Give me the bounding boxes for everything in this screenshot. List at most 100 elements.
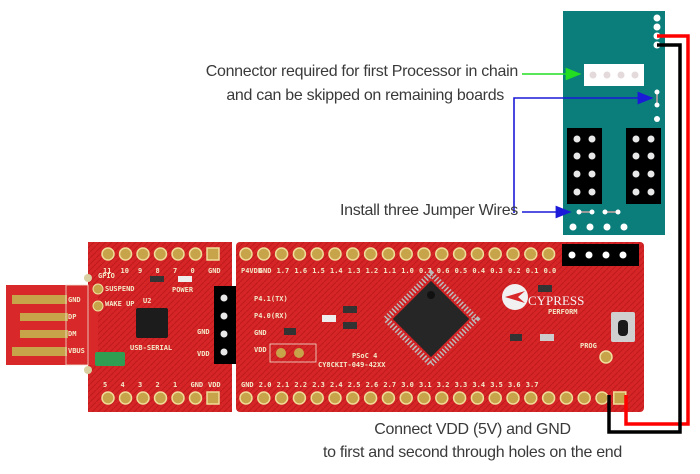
- header-pin: [118, 247, 133, 261]
- adapter-hole: [653, 23, 661, 31]
- pin-label: 3.7: [526, 381, 539, 389]
- pin-label: 1.4: [330, 267, 343, 275]
- adapter-board: [563, 11, 665, 235]
- header-pin: [577, 391, 591, 405]
- pin-label: 1.7: [277, 267, 290, 275]
- header-pin: [310, 247, 324, 261]
- pin-label: 1.3: [348, 267, 361, 275]
- power-note-line1: Connect VDD (5V) and GND: [374, 421, 571, 438]
- adapter-connector: [584, 64, 644, 86]
- header-pin: [381, 391, 396, 405]
- usb-pad-dm: DM: [68, 330, 76, 338]
- reset-button[interactable]: [611, 312, 635, 342]
- header-pin: [274, 391, 289, 405]
- pin-label: 1.1: [383, 267, 396, 275]
- header-pin: [613, 391, 627, 405]
- label-usb-serial: USB-SERIAL: [130, 344, 172, 352]
- brand-text: CYPRESS: [528, 293, 584, 308]
- header-pin: [435, 391, 449, 405]
- header-pin: [118, 391, 133, 405]
- usb-pad-vbus: VBUS: [68, 347, 85, 355]
- main-4pin-header: [562, 244, 639, 266]
- label-suspend: SUSPEND: [105, 285, 135, 293]
- header-pin: [417, 247, 431, 261]
- header-pin: [417, 391, 431, 405]
- pin-label: 0.2: [508, 267, 521, 275]
- pin-label: 0.7: [419, 267, 432, 275]
- header-pin: [399, 391, 413, 405]
- header-pin: [399, 247, 413, 261]
- label-prog: PROG: [580, 342, 597, 350]
- header-pin: [239, 247, 253, 261]
- header-pin: [488, 391, 502, 405]
- header-pin: [452, 391, 467, 405]
- pin-label: 3.5: [490, 381, 503, 389]
- pin-label: 2.5: [348, 381, 361, 389]
- pin-label: 7: [173, 267, 177, 275]
- header-pin: [381, 247, 396, 261]
- pin-label: 9: [138, 267, 142, 275]
- adapter-header-left: [567, 128, 602, 204]
- pin-label: 2.0: [259, 381, 272, 389]
- header-pin: [153, 391, 168, 405]
- header-pin: [171, 391, 185, 405]
- pin-label: P4VDD: [241, 267, 262, 275]
- adapter-header-right: [626, 128, 661, 204]
- label-vdd: VDD: [254, 346, 267, 354]
- pin-label: 0.1: [526, 267, 539, 275]
- header-pin: [595, 391, 609, 405]
- prog-hole: [599, 350, 613, 364]
- header-pin: [435, 247, 449, 261]
- usb-pad-gnd: GND: [68, 296, 81, 304]
- pin-label: 1.0: [401, 267, 414, 275]
- usb-pad-dp: DP: [68, 313, 76, 321]
- pin-label: 2.4: [330, 381, 343, 389]
- header-pin: [363, 247, 378, 261]
- header-pin: [257, 247, 271, 261]
- header-pin: [274, 247, 289, 261]
- header-pin: [206, 391, 220, 405]
- pin-label: 2: [156, 381, 160, 389]
- header-pin: [506, 247, 520, 261]
- psoc-chip: [381, 269, 481, 369]
- skip-arrow-blue: [513, 91, 654, 213]
- vdd-wire-red: [624, 34, 690, 426]
- power-note-line2: to first and second through holes on the…: [322, 444, 623, 461]
- header-pin: [346, 391, 360, 405]
- model-label: CY8CKIT-049-42XX: [318, 361, 386, 369]
- label-gnd: GND: [254, 329, 267, 337]
- label-power: POWER: [172, 286, 194, 294]
- cypress-logo: CYPRESS PERFORM: [502, 284, 584, 316]
- jumper-wire-horizontal: [576, 209, 621, 215]
- connector-note-line1: Connector required for first Processor i…: [205, 63, 519, 80]
- label-wakeup: WAKE UP: [105, 300, 135, 308]
- pin-label: 2.2: [294, 381, 307, 389]
- pin-label: 1: [173, 381, 177, 389]
- header-pin: [524, 391, 538, 405]
- pin-label: GND: [191, 381, 204, 389]
- pin-label: 3: [138, 381, 142, 389]
- jumper-wire-vertical: [654, 89, 660, 108]
- header-pin: [488, 247, 502, 261]
- header-pin: [206, 247, 220, 261]
- header-pin: [470, 391, 485, 405]
- header-pin: [524, 247, 538, 261]
- pin-label: 0.0: [544, 267, 557, 275]
- pin-label: 2.1: [277, 381, 290, 389]
- pin-label: GND: [208, 267, 221, 275]
- header-pin: [171, 247, 185, 261]
- pin-label: 3.2: [437, 381, 450, 389]
- header-pin: [346, 247, 360, 261]
- header-pin: [257, 391, 271, 405]
- header-pin: [239, 391, 253, 405]
- pin-label: 4: [121, 381, 125, 389]
- header-pin: [541, 247, 556, 261]
- header-pin: [188, 391, 203, 405]
- header-pin: [541, 391, 556, 405]
- pin-label: 2.3: [312, 381, 325, 389]
- pin-label: 1.2: [366, 267, 379, 275]
